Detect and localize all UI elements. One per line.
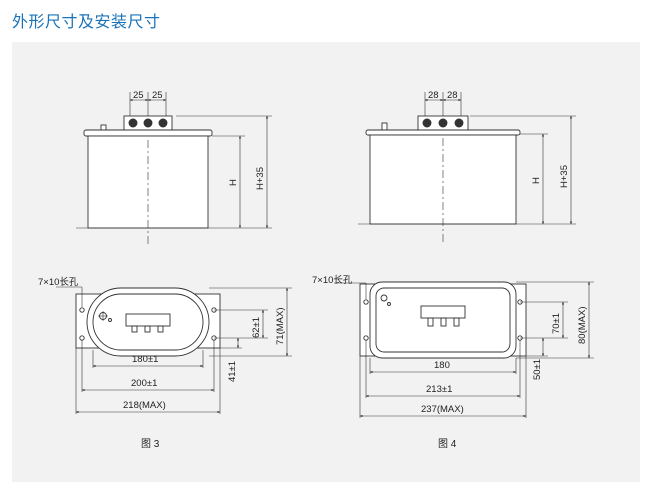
fig4-dim-80: 80(MAX)	[577, 307, 588, 344]
fig4-dim-50: 50±1	[532, 359, 543, 380]
fig3-dim-71: 71(MAX)	[275, 308, 286, 345]
fig4-spacing-2: 28	[447, 90, 458, 101]
fig3-spacing-1: 25	[133, 90, 144, 101]
fig4-dim-70: 70±1	[551, 313, 562, 334]
fig4-hole-label: 7×10长孔	[312, 274, 353, 286]
fig4-dim-213: 213±1	[426, 384, 452, 395]
fig4-top-view	[334, 281, 594, 418]
fig4-caption: 图 4	[438, 438, 457, 450]
fig3-dim-41: 41±1	[227, 361, 238, 382]
fig4-front-view	[358, 92, 576, 244]
fig3-top-view	[56, 286, 292, 414]
fig3-height-total-label: H+35	[255, 167, 266, 190]
fig4-dim-237: 237(MAX)	[421, 404, 464, 415]
fig4-height-label: H	[531, 177, 542, 184]
fig3-height-label: H	[228, 179, 239, 186]
fig4-spacing-1: 28	[428, 90, 439, 101]
fig4-dim-180: 180	[434, 360, 450, 371]
fig3-spacing-2: 25	[152, 90, 163, 101]
fig3-dim-218: 218(MAX)	[123, 400, 166, 411]
fig3-dim-180: 180±1	[132, 354, 158, 365]
page-title: 外形尺寸及安装尺寸	[12, 14, 161, 31]
fig3-front-view	[76, 92, 272, 244]
drawing-panel	[12, 42, 640, 482]
fig3-dim-200: 200±1	[131, 378, 157, 389]
fig3-dim-62: 62±1	[251, 317, 262, 338]
fig4-height-total-label: H+35	[559, 165, 570, 188]
fig3-hole-label: 7×10长孔	[38, 276, 79, 288]
fig3-caption: 图 3	[141, 438, 160, 450]
